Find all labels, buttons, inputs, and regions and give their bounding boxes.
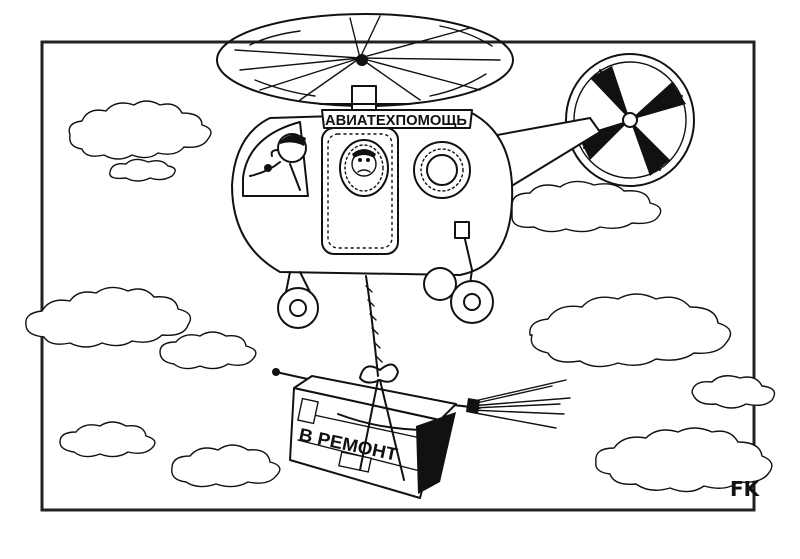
artist-signature: FK bbox=[730, 477, 761, 501]
landing-gear bbox=[277, 221, 494, 329]
pilot-figure bbox=[249, 133, 307, 191]
cloud-right-middle bbox=[529, 293, 776, 409]
cloud-right-upper bbox=[511, 180, 662, 233]
cloud-bottom-left bbox=[59, 421, 281, 488]
tail-rotor bbox=[565, 53, 695, 187]
cloud-top-left bbox=[68, 100, 212, 182]
helicopter-label: АВИАТЕХПОМОЩЬ bbox=[325, 112, 467, 129]
cloud-bottom-right bbox=[595, 427, 773, 493]
helicopter: АВИАТЕХПОМОЩЬ bbox=[231, 85, 601, 329]
side-porthole bbox=[413, 141, 471, 199]
cloud-mid-left bbox=[25, 286, 257, 370]
repair-parcel: В РЕМОНТ bbox=[289, 363, 457, 499]
tow-rope bbox=[365, 275, 383, 377]
passenger-porthole bbox=[339, 139, 389, 197]
